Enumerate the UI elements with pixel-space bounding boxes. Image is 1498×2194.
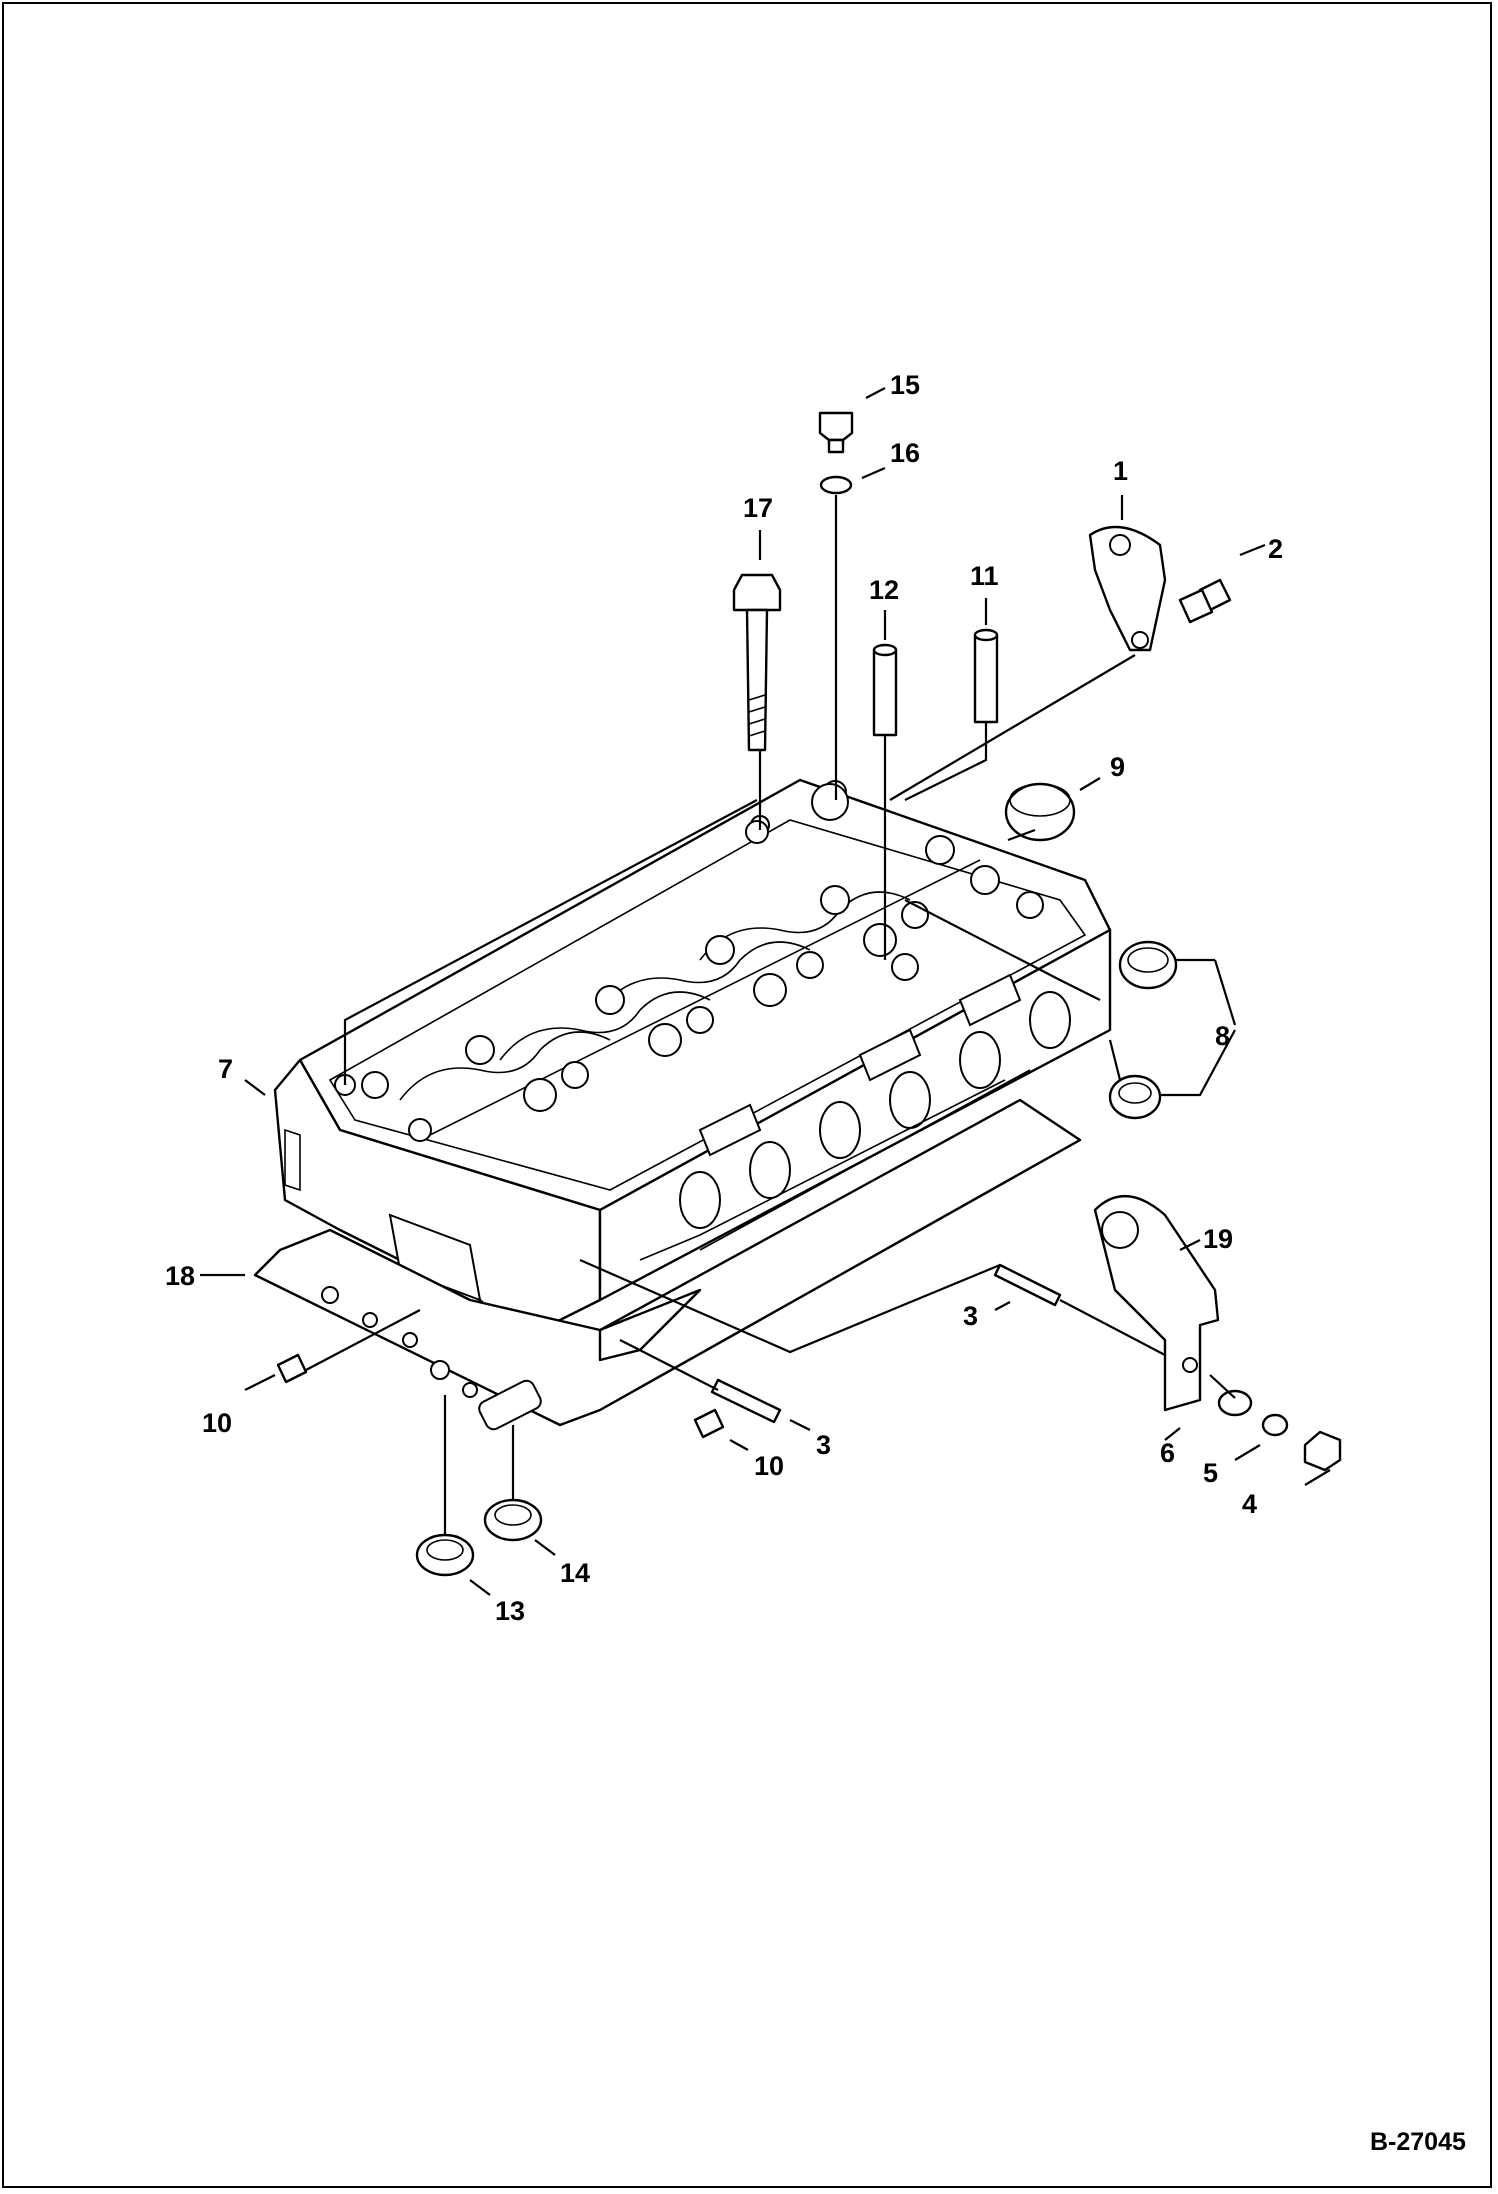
plug-10-left xyxy=(276,1353,308,1384)
stud-3-lower xyxy=(710,1378,782,1424)
callout-2: 2 xyxy=(1268,534,1283,564)
callout-19: 19 xyxy=(1203,1224,1233,1254)
callout-6: 6 xyxy=(1160,1438,1175,1468)
expansion-plug-8 xyxy=(1108,940,1178,1120)
callout-3a: 3 xyxy=(963,1301,978,1331)
callout-8: 8 xyxy=(1215,1021,1230,1051)
lock-washer-5 xyxy=(1261,1413,1289,1437)
callout-1: 1 xyxy=(1113,456,1128,486)
callout-12: 12 xyxy=(869,575,899,605)
engine-hanger-1 xyxy=(1088,525,1167,652)
stud-3-right xyxy=(993,1263,1062,1307)
callout-13: 13 xyxy=(495,1596,525,1626)
callouts: 1 2 3 3 4 5 6 7 8 9 10 10 11 12 13 14 15… xyxy=(165,370,1283,1626)
nut-4 xyxy=(1303,1430,1342,1472)
plug-15 xyxy=(818,411,854,454)
callout-16: 16 xyxy=(890,438,920,468)
callout-11: 11 xyxy=(970,561,999,591)
callout-3b: 3 xyxy=(816,1430,831,1460)
seal-14 xyxy=(483,1498,543,1542)
callout-5: 5 xyxy=(1203,1458,1218,1488)
expansion-plug-9 xyxy=(1004,782,1076,842)
bolt-2 xyxy=(1178,578,1232,624)
callout-7: 7 xyxy=(218,1054,233,1084)
callout-14: 14 xyxy=(560,1558,590,1588)
washer-6 xyxy=(1217,1389,1253,1417)
plug-10-right xyxy=(693,1408,725,1439)
callout-9: 9 xyxy=(1110,752,1125,782)
callout-4: 4 xyxy=(1242,1489,1257,1519)
callout-17: 17 xyxy=(743,493,773,523)
callout-18: 18 xyxy=(165,1261,195,1291)
bracket-19 xyxy=(1093,1195,1220,1412)
callout-10b: 10 xyxy=(754,1451,784,1481)
valve-guide-11 xyxy=(973,628,999,724)
callout-15: 15 xyxy=(890,370,920,400)
callout-10a: 10 xyxy=(202,1408,232,1438)
figure-number: B-27045 xyxy=(1370,2128,1466,2156)
cylinder-head xyxy=(273,778,1112,1342)
bolt-17 xyxy=(732,573,782,752)
seal-13 xyxy=(415,1533,475,1577)
valve-guide-12 xyxy=(872,643,898,737)
leader-lines xyxy=(200,387,1331,1596)
washer-16 xyxy=(819,475,853,495)
